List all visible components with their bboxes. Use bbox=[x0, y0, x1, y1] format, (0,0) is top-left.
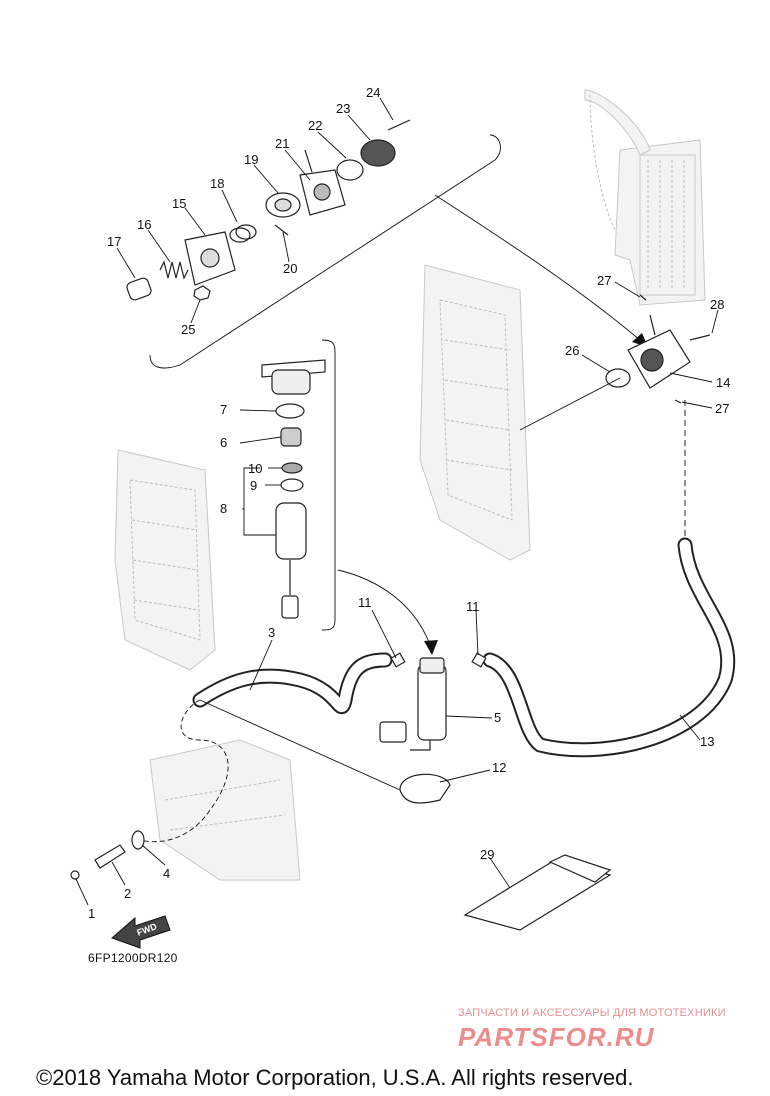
partsfor-watermark: ЗАПЧАСТИ И АКСЕССУАРЫ ДЛЯ МОТОТЕХНИКИ PA… bbox=[458, 1007, 726, 1052]
callout-23: 23 bbox=[336, 101, 350, 116]
callout-11a: 11 bbox=[358, 595, 372, 610]
callout-21: 21 bbox=[275, 136, 289, 151]
fuel-hose-13 bbox=[482, 537, 736, 758]
callout-27b: 27 bbox=[715, 401, 729, 416]
callout-17: 17 bbox=[107, 234, 121, 249]
callout-28: 28 bbox=[710, 297, 724, 312]
upper-inset-border bbox=[149, 134, 501, 369]
callout-24: 24 bbox=[366, 85, 380, 100]
fwd-arrow: FWD bbox=[111, 915, 171, 949]
callout-27a: 27 bbox=[597, 273, 611, 288]
fuel-pump-exploded-parts bbox=[126, 119, 411, 301]
fuel-hose-3 bbox=[192, 652, 393, 715]
callout-10: 10 bbox=[248, 461, 262, 476]
watermark-logo: PARTSFOR.RU bbox=[458, 1022, 655, 1052]
callout-9: 9 bbox=[250, 478, 257, 493]
callout-19: 19 bbox=[244, 152, 258, 167]
filter-bracket-line bbox=[199, 699, 401, 791]
callout-8: 8 bbox=[220, 501, 227, 516]
callout-22: 22 bbox=[308, 118, 322, 133]
callout-25: 25 bbox=[181, 322, 195, 337]
diagram-code: 6FP1200DR120 bbox=[88, 951, 178, 965]
watermark-tagline: ЗАПЧАСТИ И АКСЕССУАРЫ ДЛЯ МОТОТЕХНИКИ bbox=[458, 1007, 726, 1019]
ghost-engine-parts bbox=[114, 89, 706, 881]
callout-26: 26 bbox=[565, 343, 579, 358]
middle-inset-border bbox=[321, 339, 336, 631]
callout-14: 14 bbox=[716, 375, 730, 390]
callout-6: 6 bbox=[220, 435, 227, 450]
arrow-to-filter bbox=[337, 569, 431, 646]
callout-13: 13 bbox=[700, 734, 714, 749]
callout-29: 29 bbox=[480, 847, 494, 862]
callout-18: 18 bbox=[210, 176, 224, 191]
pump-to-head-line bbox=[519, 377, 621, 431]
callout-leaders bbox=[75, 97, 719, 906]
callout-11b: 11 bbox=[466, 599, 480, 614]
callout-2: 2 bbox=[124, 886, 131, 901]
callout-numbers: 1 2 3 4 5 6 7 8 9 10 11 11 12 13 14 15 1… bbox=[88, 85, 730, 921]
callout-12: 12 bbox=[492, 760, 506, 775]
callout-16: 16 bbox=[137, 217, 151, 232]
callout-3: 3 bbox=[268, 625, 275, 640]
main-components bbox=[70, 294, 711, 931]
copyright-notice: ©2018 Yamaha Motor Corporation, U.S.A. A… bbox=[36, 1065, 633, 1090]
fuel-hose-to-fwd bbox=[139, 699, 229, 843]
callout-20: 20 bbox=[283, 261, 297, 276]
callout-15: 15 bbox=[172, 196, 186, 211]
arrow-to-filter-head bbox=[424, 640, 438, 655]
callout-7: 7 bbox=[220, 402, 227, 417]
fuel-filter-exploded-parts bbox=[261, 359, 326, 619]
arrow-to-pump bbox=[434, 194, 641, 341]
callout-1: 1 bbox=[88, 906, 95, 921]
callout-5: 5 bbox=[494, 710, 501, 725]
callout-4: 4 bbox=[163, 866, 170, 881]
